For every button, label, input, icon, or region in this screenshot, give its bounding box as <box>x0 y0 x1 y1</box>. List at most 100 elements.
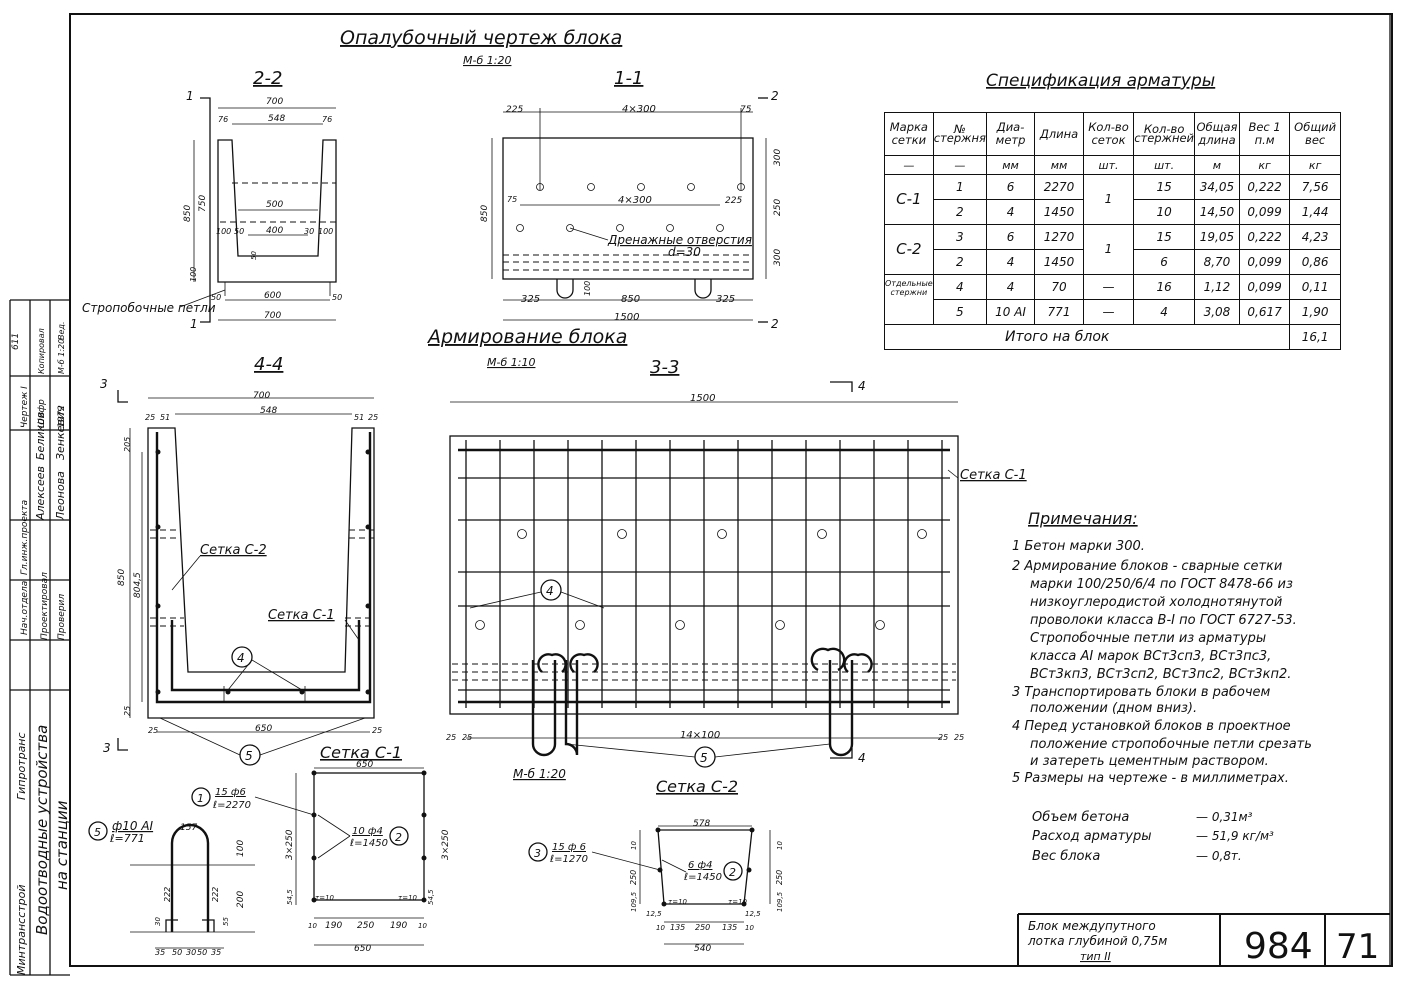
spec-u-7: кг <box>1238 155 1291 175</box>
spec-r4-nb: 16 <box>1133 274 1196 300</box>
dim-2-2-750: 750 <box>198 195 208 212</box>
dim-2-2-600: 600 <box>264 291 281 301</box>
loop-dim-35-r: 35 <box>211 948 221 957</box>
spec-r0-tw: 7,56 <box>1289 174 1341 200</box>
table-row: С-2 3 6 1270 1 15 19,05 0,222 4,23 <box>884 224 1341 275</box>
spec-r4-w: 0,099 <box>1238 274 1291 300</box>
drain-diameter: d=30 <box>668 245 701 259</box>
formwork-title: Опалубочный чертеж блока <box>340 27 622 49</box>
dim-4-4-25-r: 25 <box>368 413 378 422</box>
dim-3-3-14x100: 14×100 <box>680 730 720 741</box>
formwork-scale: М-б 1:20 <box>463 54 511 67</box>
cut-mark-4b: 4 <box>858 751 866 765</box>
spec-r0-num: 1 <box>932 174 987 200</box>
mesh-c2-detail: Сетка С-2 578 3 15 ф 6 ℓ=1270 2 6 ф4 ℓ=1… <box>528 777 784 954</box>
spec-r2-tw: 4,23 <box>1289 224 1341 250</box>
c2-dim-109-5-l: 109,5 <box>630 891 638 912</box>
c1-tau-r: τ=10 <box>398 894 418 902</box>
c1-dim-54-5-l: 54,5 <box>286 889 294 905</box>
cut-mark-4a: 4 <box>858 379 866 393</box>
c1-dim-190-r: 190 <box>390 921 407 931</box>
dim-2-2-76-r: 76 <box>322 115 332 124</box>
spec-total-value: 16,1 <box>1289 324 1341 350</box>
section-3-3: 3-3 4 4 1500 25 25 14×100 25 25 <box>446 357 1027 768</box>
spec-r5-num: 5 <box>932 299 987 325</box>
loop-dim-35-l: 35 <box>155 948 165 957</box>
dim-3-3-25-r1: 25 <box>938 733 948 742</box>
notes-title: Примечания: <box>1028 509 1138 528</box>
mark-5-a: 5 <box>245 749 253 763</box>
spec-r0-w: 0,222 <box>1238 174 1291 200</box>
loop-bar-5: 5 ф10 AI ℓ=771 157 100 200 222 222 30 55… <box>88 819 255 957</box>
note-2d: проволоки класса В-I по ГОСТ 6727-53. <box>1030 613 1297 628</box>
mark-4-b: 4 <box>546 584 554 598</box>
note-2e: Стропобочные петли из арматуры <box>1030 631 1266 646</box>
loop-dim-50-a: 50 <box>172 948 182 957</box>
dim-2-2-50-br: 50 <box>332 293 342 302</box>
spec-r2-len: 1270 <box>1034 224 1084 250</box>
loop-dim-30-m: 30 <box>186 948 196 957</box>
loop-dim-200: 200 <box>236 891 246 908</box>
dim-1-1-850: 850 <box>480 205 490 222</box>
reinforcement-scale-2: М-б 1:20 <box>513 767 566 781</box>
dim-4-4-548: 548 <box>260 406 277 416</box>
dim-4-4-25-bl: 25 <box>148 726 158 735</box>
dim-4-4-25-v: 25 <box>123 706 132 716</box>
dim-4-4-804-5: 804,5 <box>133 572 143 598</box>
spec-r2-dia: 6 <box>985 224 1036 250</box>
spec-u-5: шт. <box>1133 155 1196 175</box>
note-4c: и затереть цементным раствором. <box>1030 754 1269 769</box>
spec-r0-dia: 6 <box>985 174 1036 200</box>
dim-4-4-25-l: 25 <box>145 413 155 422</box>
mesh-grid-3-3 <box>458 440 950 708</box>
table-row: С-1 1 6 2270 1 15 34,05 0,222 7,56 <box>884 174 1341 225</box>
stamp-name2: Беликов <box>34 412 47 460</box>
spec-h-len: Длина <box>1034 112 1084 156</box>
spec-title: Спецификация арматуры <box>986 71 1215 91</box>
dim-4-4-51-r: 51 <box>354 413 364 422</box>
c1-dim-650-top: 650 <box>356 760 373 770</box>
spec-r3-tw: 0,86 <box>1289 249 1341 275</box>
loop-dim-157: 157 <box>180 823 197 833</box>
c2-bar3-text: 15 ф 6 <box>552 842 586 853</box>
label-mesh-c1-4-4: Сетка С-1 <box>268 608 335 623</box>
cut-mark-3a: 3 <box>100 377 108 391</box>
dim-1-1-325-l: 325 <box>521 294 540 305</box>
stamp-col2: Копировал <box>37 328 46 374</box>
mark-4-a: 4 <box>237 651 245 665</box>
spec-h-nm: Кол-во сеток <box>1082 112 1135 156</box>
spec-u-1: — <box>932 155 987 175</box>
label-mesh-c2: Сетка С-2 <box>200 543 267 558</box>
spec-r5-w: 0,617 <box>1238 299 1291 325</box>
dim-3-3-25-l1: 25 <box>446 733 456 742</box>
c1-bar1-length: ℓ=2270 <box>213 800 251 811</box>
spec-r1-w: 0,099 <box>1238 199 1291 225</box>
dim-1-1-75-mid: 75 <box>507 195 517 204</box>
spec-r0-tot: 34,05 <box>1194 174 1240 200</box>
note-4b: положение стропобочные петли срезать <box>1030 737 1312 752</box>
spec-r2-mark: С-2 <box>884 224 934 275</box>
c1-bar1-text: 15 ф6 <box>215 787 246 798</box>
sheet-number: 71 <box>1336 927 1379 967</box>
spec-r2-num: 3 <box>932 224 987 250</box>
spec-u-4: шт. <box>1082 155 1135 175</box>
c1-dim-3x250-r: 3×250 <box>441 829 451 860</box>
spec-r4-tot: 1,12 <box>1194 274 1240 300</box>
section-label-4-4: 4-4 <box>254 354 283 375</box>
spec-r0-len: 2270 <box>1034 174 1084 200</box>
c2-dim-12-5-r: 12,5 <box>745 910 761 918</box>
c2-bar3-mark: 3 <box>534 847 541 860</box>
note-2c: низкоуглеродистой холоднотянутой <box>1030 595 1282 610</box>
note-2a: 2 Армирование блоков - сварные сетки <box>1012 559 1282 574</box>
c2-dim-250-r: 250 <box>775 870 784 885</box>
block-name-1: Блок междупутного <box>1028 919 1156 933</box>
reinforcement-title: Армирование блока <box>426 326 627 348</box>
spec-r1-num: 2 <box>932 199 987 225</box>
rebar-dots-4-4 <box>155 449 371 695</box>
consumption-value: — 51,9 кг/м³ <box>1196 829 1274 843</box>
stamp-role4: Проверил <box>57 594 67 640</box>
spec-r3-w: 0,099 <box>1238 249 1291 275</box>
note-2g: ВСт3кп3, ВСт3сп2, ВСт3пс2, ВСт3кп2. <box>1030 667 1291 682</box>
spec-table: Марка сетки № стержня Диа-метр Длина Кол… <box>883 112 1341 350</box>
section-2-2: 2-2 1 1 700 548 76 76 500 400 100 50 30 … <box>82 68 342 331</box>
